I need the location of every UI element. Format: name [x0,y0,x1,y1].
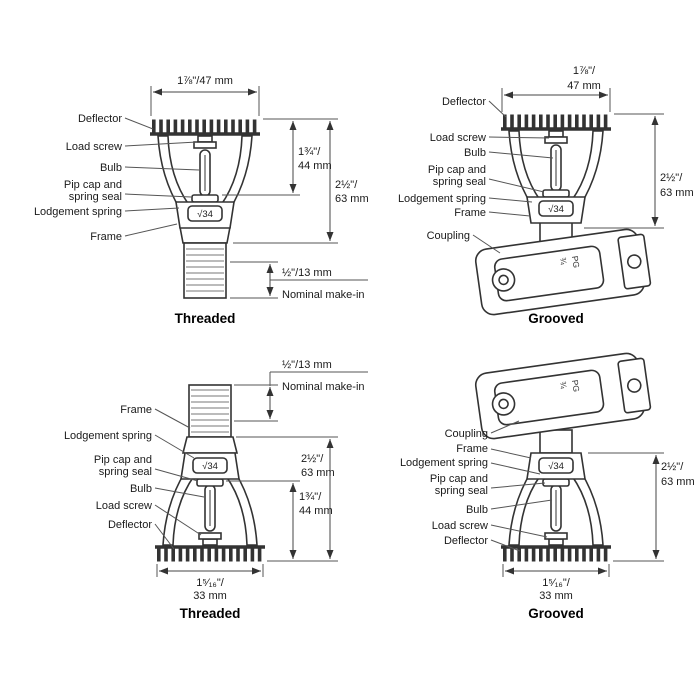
dim-44-2: 44 mm [298,160,332,172]
label-pip-cap-2: spring seal [433,176,486,188]
label-load-screw: Load screw [430,132,486,144]
label-pip-cap-2: spring seal [69,191,122,203]
label-coupling: Coupling [427,230,470,242]
label-pip-cap-1: Pip cap and [64,179,122,191]
dim-44-2: 44 mm [299,505,333,517]
dim-makein-2: Nominal make-in [282,289,365,301]
label-frame: Frame [454,207,486,219]
pendent-threaded-labels: Frame Lodgement spring Pip cap and sprin… [64,404,205,550]
label-pip-cap-2: spring seal [99,466,152,478]
upright-grooved-dimensions: 1⅞"/ 47 mm 2½"/ 63 mm [501,65,694,229]
dim-width-1: 1⅞"/ [573,65,596,77]
upright-threaded-dimensions: 1⅞"/47 mm 1¾"/ 44 mm 2½"/ 63 mm ½"/13 mm… [150,75,369,301]
bulb-seat-badge-text: √34 [548,204,564,215]
label-frame: Frame [456,443,488,455]
threaded-shank [183,242,227,299]
label-load-screw: Load screw [96,500,152,512]
bulb-seat-badge [187,205,223,222]
grooved-coupling [473,226,653,317]
dim-44-1: 1¾"/ [299,491,322,503]
dim-width-2: 47 mm [567,80,601,92]
dim-63-1: 2½"/ [661,461,684,473]
dim-width-2: 33 mm [539,590,573,602]
upright-grooved-quadrant: √34 Deflector Load screw Bulb Pip cap an… [398,65,694,326]
dim-makein-1: ½"/13 mm [282,267,332,279]
label-deflector: Deflector [442,96,486,108]
label-frame: Frame [90,231,122,243]
pendent-grooved-labels: Coupling Frame Lodgement spring Pip cap … [400,420,553,552]
label-lodgement-spring: Lodgement spring [34,206,122,218]
dim-63-2: 63 mm [660,187,694,199]
label-deflector: Deflector [78,113,122,125]
caption-pendent-grooved: Grooved [528,606,584,621]
label-pip-cap-2: spring seal [435,485,488,497]
dim-63-2: 63 mm [335,193,369,205]
bulb-seat-badge [538,200,574,217]
bulb-seat-badge [538,457,574,474]
dim-63-1: 2½"/ [335,179,358,191]
label-pip-cap-1: Pip cap and [428,164,486,176]
label-frame: Frame [120,404,152,416]
dim-63-1: 2½"/ [660,172,683,184]
label-lodgement-spring: Lodgement spring [398,193,486,205]
label-load-screw: Load screw [66,141,122,153]
collar-shape [181,436,239,454]
label-pip-cap-1: Pip cap and [430,473,488,485]
label-bulb: Bulb [130,483,152,495]
label-load-screw: Load screw [432,520,488,532]
grooved-coupling [473,350,653,441]
label-deflector: Deflector [444,535,488,547]
bulb-seat-badge-text: √34 [548,461,564,472]
label-bulb: Bulb [100,162,122,174]
pendent-grooved-dimensions: 2½"/ 63 mm 1⁵⁄₁₆"/ 33 mm [502,452,695,602]
pendent-threaded-quadrant: √34 Frame Lodgement spring Pip cap and s… [64,359,368,621]
label-lodgement-spring: Lodgement spring [400,457,488,469]
dim-width-2: 33 mm [193,590,227,602]
thread-lines [186,248,224,292]
dim-width: 1⅞"/47 mm [177,75,233,87]
pendent-grooved-quadrant: √34 Coupling Frame Lodgement spring Pip … [400,350,695,621]
caption-upright-threaded: Threaded [175,311,236,326]
upright-grooved-labels: Deflector Load screw Bulb Pip cap and sp… [398,96,554,254]
dim-makein-1: ½"/13 mm [282,359,332,371]
upright-threaded-labels: Deflector Load screw Bulb Pip cap and sp… [34,113,200,243]
label-lodgement-spring: Lodgement spring [64,430,152,442]
dim-63-2: 63 mm [301,467,335,479]
dim-width-1: 1⁵⁄₁₆"/ [196,577,225,589]
bulb-seat-badge-text: √34 [202,461,218,472]
coupling-neck [539,429,573,454]
dim-width-1: 1⁵⁄₁₆"/ [542,577,571,589]
bulb-seat-badge [192,457,228,474]
dim-63-1: 2½"/ [301,453,324,465]
label-deflector: Deflector [108,519,152,531]
threaded-shank [188,384,232,438]
label-coupling: Coupling [445,428,488,440]
label-bulb: Bulb [464,147,486,159]
collar-shape [179,226,231,244]
dim-makein-2: Nominal make-in [282,381,365,393]
pendent-threaded-dimensions: ½"/13 mm Nominal make-in 2½"/ 63 mm 1¾"/… [156,359,368,602]
label-bulb: Bulb [466,504,488,516]
label-pip-cap-1: Pip cap and [94,454,152,466]
bulb-seat-badge-text: √34 [197,209,213,220]
caption-upright-grooved: Grooved [528,311,584,326]
dim-63-2: 63 mm [661,476,695,488]
caption-pendent-threaded: Threaded [180,606,241,621]
dim-44-1: 1¾"/ [298,146,321,158]
upright-threaded-quadrant: √34 Deflector Load screw Bulb Pip cap an… [34,75,369,326]
thread-lines [191,389,229,433]
